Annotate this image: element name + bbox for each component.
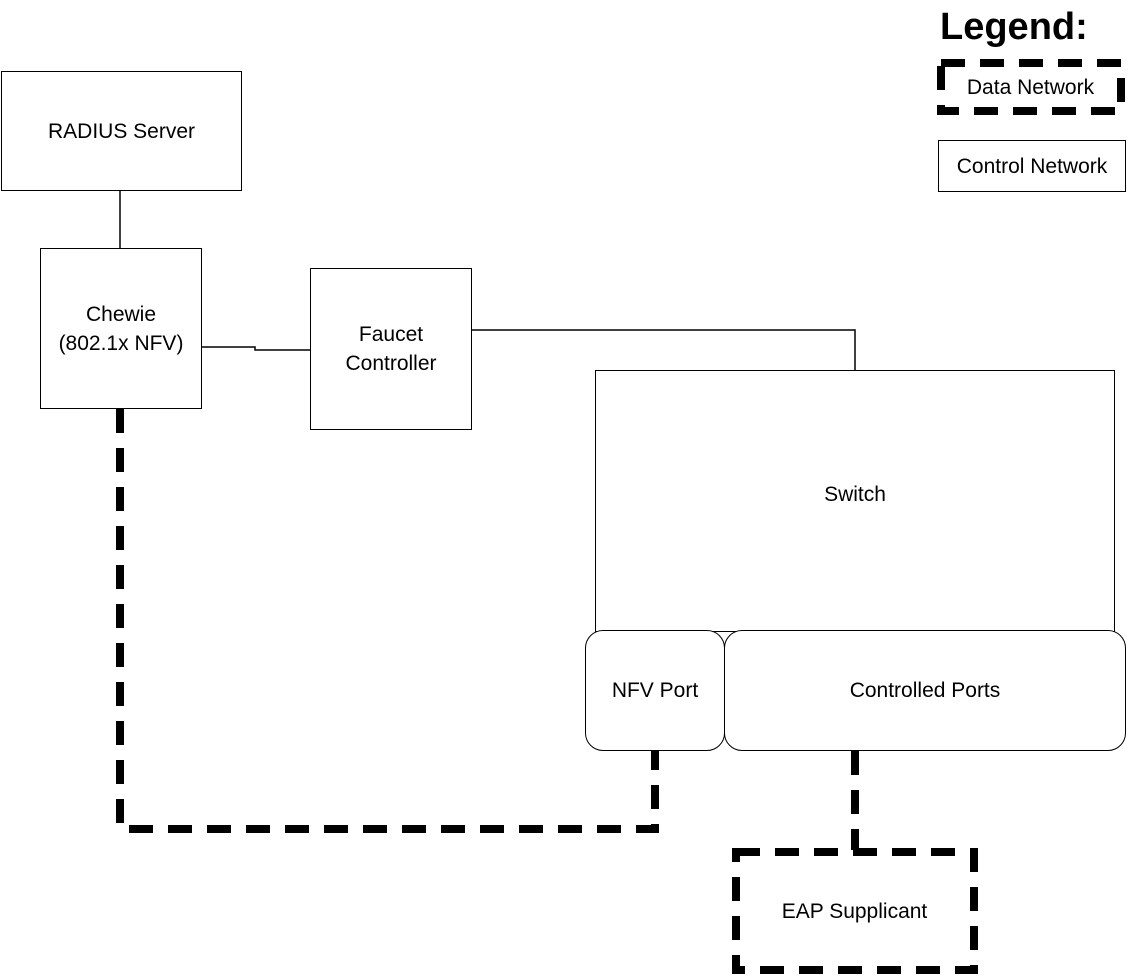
legend-data-network-swatch [937,59,1125,115]
faucet-label: Faucet [358,323,424,346]
chewie-label: Chewie [85,302,157,326]
link-faucet-switch [472,329,856,370]
link-chewie-faucet [202,346,310,351]
legend-data-network-label: Data Network [966,75,1095,99]
faucet-controller-box: Faucet Controller [310,268,472,430]
nfv-port-box: NFV Port [585,630,725,751]
legend-data-network: Data Network [938,60,1123,114]
chewie-box: Chewie (802.1x NFV) [40,248,202,409]
switch-label: Switch [824,482,886,506]
radius-server-box: RADIUS Server [1,71,242,191]
controlled-ports-label: Controlled Ports [849,679,1001,702]
eap-supplicant-border [732,848,978,974]
link-chewie-nfv-port [116,409,659,833]
chewie-sublabel: (802.1x NFV) [58,331,184,355]
eap-supplicant-label: EAP Supplicant [781,899,928,923]
radius-server-label: RADIUS Server [47,119,196,143]
legend-control-network-label: Control Network [956,154,1108,178]
nfv-port-label: NFV Port [611,679,699,702]
legend-control-network: Control Network [938,140,1126,192]
controlled-ports-box: Controlled Ports [724,630,1126,751]
controller-label: Controller [345,352,437,375]
legend-title: Legend: [940,6,1088,48]
eap-supplicant-box: EAP Supplicant [733,850,976,972]
switch-box: Switch [595,370,1115,632]
